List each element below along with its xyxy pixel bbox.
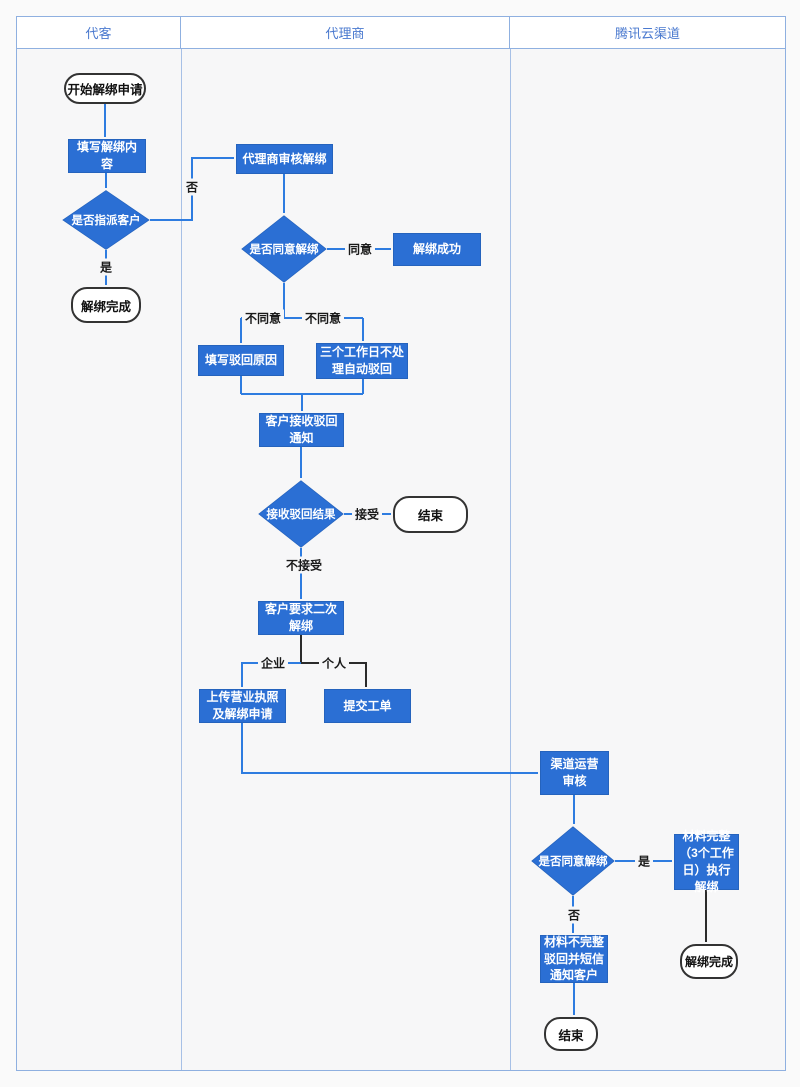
terminal-unbind-complete-channel: 解绑完成 bbox=[680, 944, 738, 979]
node-label: 是否同意解绑 bbox=[538, 856, 608, 868]
swimlane-canvas: 代客 代理商 腾讯云渠道 bbox=[16, 16, 786, 1071]
terminal-end-channel: 结束 bbox=[544, 1017, 598, 1051]
step-submit-ticket: 提交工单 bbox=[324, 689, 411, 723]
terminal-end-agent: 结束 bbox=[393, 496, 468, 533]
step-fill-reject-reason: 填写驳回原因 bbox=[198, 345, 284, 376]
diamond-shape bbox=[62, 190, 150, 250]
edge-label-enterprise: 企业 bbox=[257, 654, 289, 672]
step-channel-ops-review: 渠道运营审核 bbox=[540, 751, 609, 795]
node-label: 解绑完成 bbox=[684, 955, 733, 969]
node-label: 渠道运营审核 bbox=[550, 757, 599, 788]
node-label: 填写驳回原因 bbox=[204, 353, 277, 368]
diamond-shape bbox=[241, 215, 327, 283]
step-customer-second-unbind: 客户要求二次解绑 bbox=[258, 601, 344, 635]
edge-label-disagree-right: 不同意 bbox=[301, 309, 345, 327]
node-label: 结束 bbox=[417, 509, 443, 523]
step-auto-reject-3-days: 三个工作日不处理自动驳回 bbox=[316, 343, 408, 379]
lane-divider-2 bbox=[510, 49, 511, 1070]
node-label: 客户要求二次解绑 bbox=[264, 602, 337, 633]
terminal-unbind-complete-customer: 解绑完成 bbox=[71, 287, 141, 323]
lane-header-tencent-channel: 腾讯云渠道 bbox=[614, 26, 680, 41]
node-label: 代理商审核解绑 bbox=[242, 151, 327, 166]
edge-label-yes: 是 bbox=[96, 258, 116, 276]
edge-label-accept: 接受 bbox=[351, 505, 383, 523]
node-label: 解绑成功 bbox=[412, 242, 461, 257]
decision-assign-customer: 是否指派客户 bbox=[62, 190, 150, 250]
lane-header-row: 代客 代理商 腾讯云渠道 bbox=[17, 17, 785, 49]
node-label: 上传营业执照及解绑申请 bbox=[206, 690, 279, 721]
edge-label-not-accept: 不接受 bbox=[282, 556, 326, 574]
edge-label-disagree-left: 不同意 bbox=[241, 309, 285, 327]
edge-label-yes-channel: 是 bbox=[634, 852, 654, 870]
node-label: 材料不完整驳回并短信通知客户 bbox=[543, 934, 604, 983]
node-label: 提交工单 bbox=[343, 698, 392, 713]
node-label: 客户接收驳回通知 bbox=[265, 414, 338, 445]
node-label: 是否同意解绑 bbox=[249, 244, 319, 256]
lane-header-agent: 代理商 bbox=[181, 17, 510, 48]
node-label: 开始解绑申请 bbox=[67, 83, 143, 97]
node-label: 填写解绑内容 bbox=[76, 140, 137, 171]
node-label: 结束 bbox=[558, 1028, 584, 1043]
lane-divider-1 bbox=[181, 49, 182, 1070]
node-label: 三个工作日不处理自动驳回 bbox=[319, 345, 404, 376]
decision-receive-reject-result: 接收驳回结果 bbox=[258, 480, 344, 548]
step-unbind-success: 解绑成功 bbox=[393, 233, 481, 266]
node-label: 解绑完成 bbox=[80, 299, 131, 314]
diamond-shape bbox=[531, 826, 615, 896]
connector-layer bbox=[104, 104, 707, 1015]
lane-header-customer-proxy: 代客 bbox=[17, 17, 181, 48]
edge-upload-to-channel-review bbox=[241, 723, 538, 774]
decision-channel-agree-unbind: 是否同意解绑 bbox=[531, 826, 615, 896]
diamond-shape bbox=[258, 480, 344, 548]
node-label: 接收驳回结果 bbox=[266, 509, 336, 521]
start-terminal: 开始解绑申请 bbox=[64, 73, 146, 104]
step-agent-review-unbind: 代理商审核解绑 bbox=[236, 144, 333, 174]
node-label: 材料完整（3个工作日）执行解绑 bbox=[679, 829, 734, 894]
edge-label-no: 否 bbox=[182, 178, 202, 196]
node-label: 是否指派客户 bbox=[71, 215, 141, 227]
step-customer-receive-reject-notice: 客户接收驳回通知 bbox=[259, 413, 344, 447]
edge-label-personal: 个人 bbox=[318, 654, 350, 672]
decision-agent-agree-unbind: 是否同意解绑 bbox=[241, 215, 327, 283]
step-fill-unbind-content: 填写解绑内容 bbox=[68, 139, 146, 173]
step-upload-business-license: 上传营业执照及解绑申请 bbox=[199, 689, 286, 723]
step-materials-complete-execute: 材料完整（3个工作日）执行解绑 bbox=[674, 829, 739, 894]
edge-label-agree: 同意 bbox=[344, 240, 376, 258]
step-materials-incomplete-reject: 材料不完整驳回并短信通知客户 bbox=[540, 935, 608, 983]
edge-label-no-channel: 否 bbox=[564, 906, 584, 924]
